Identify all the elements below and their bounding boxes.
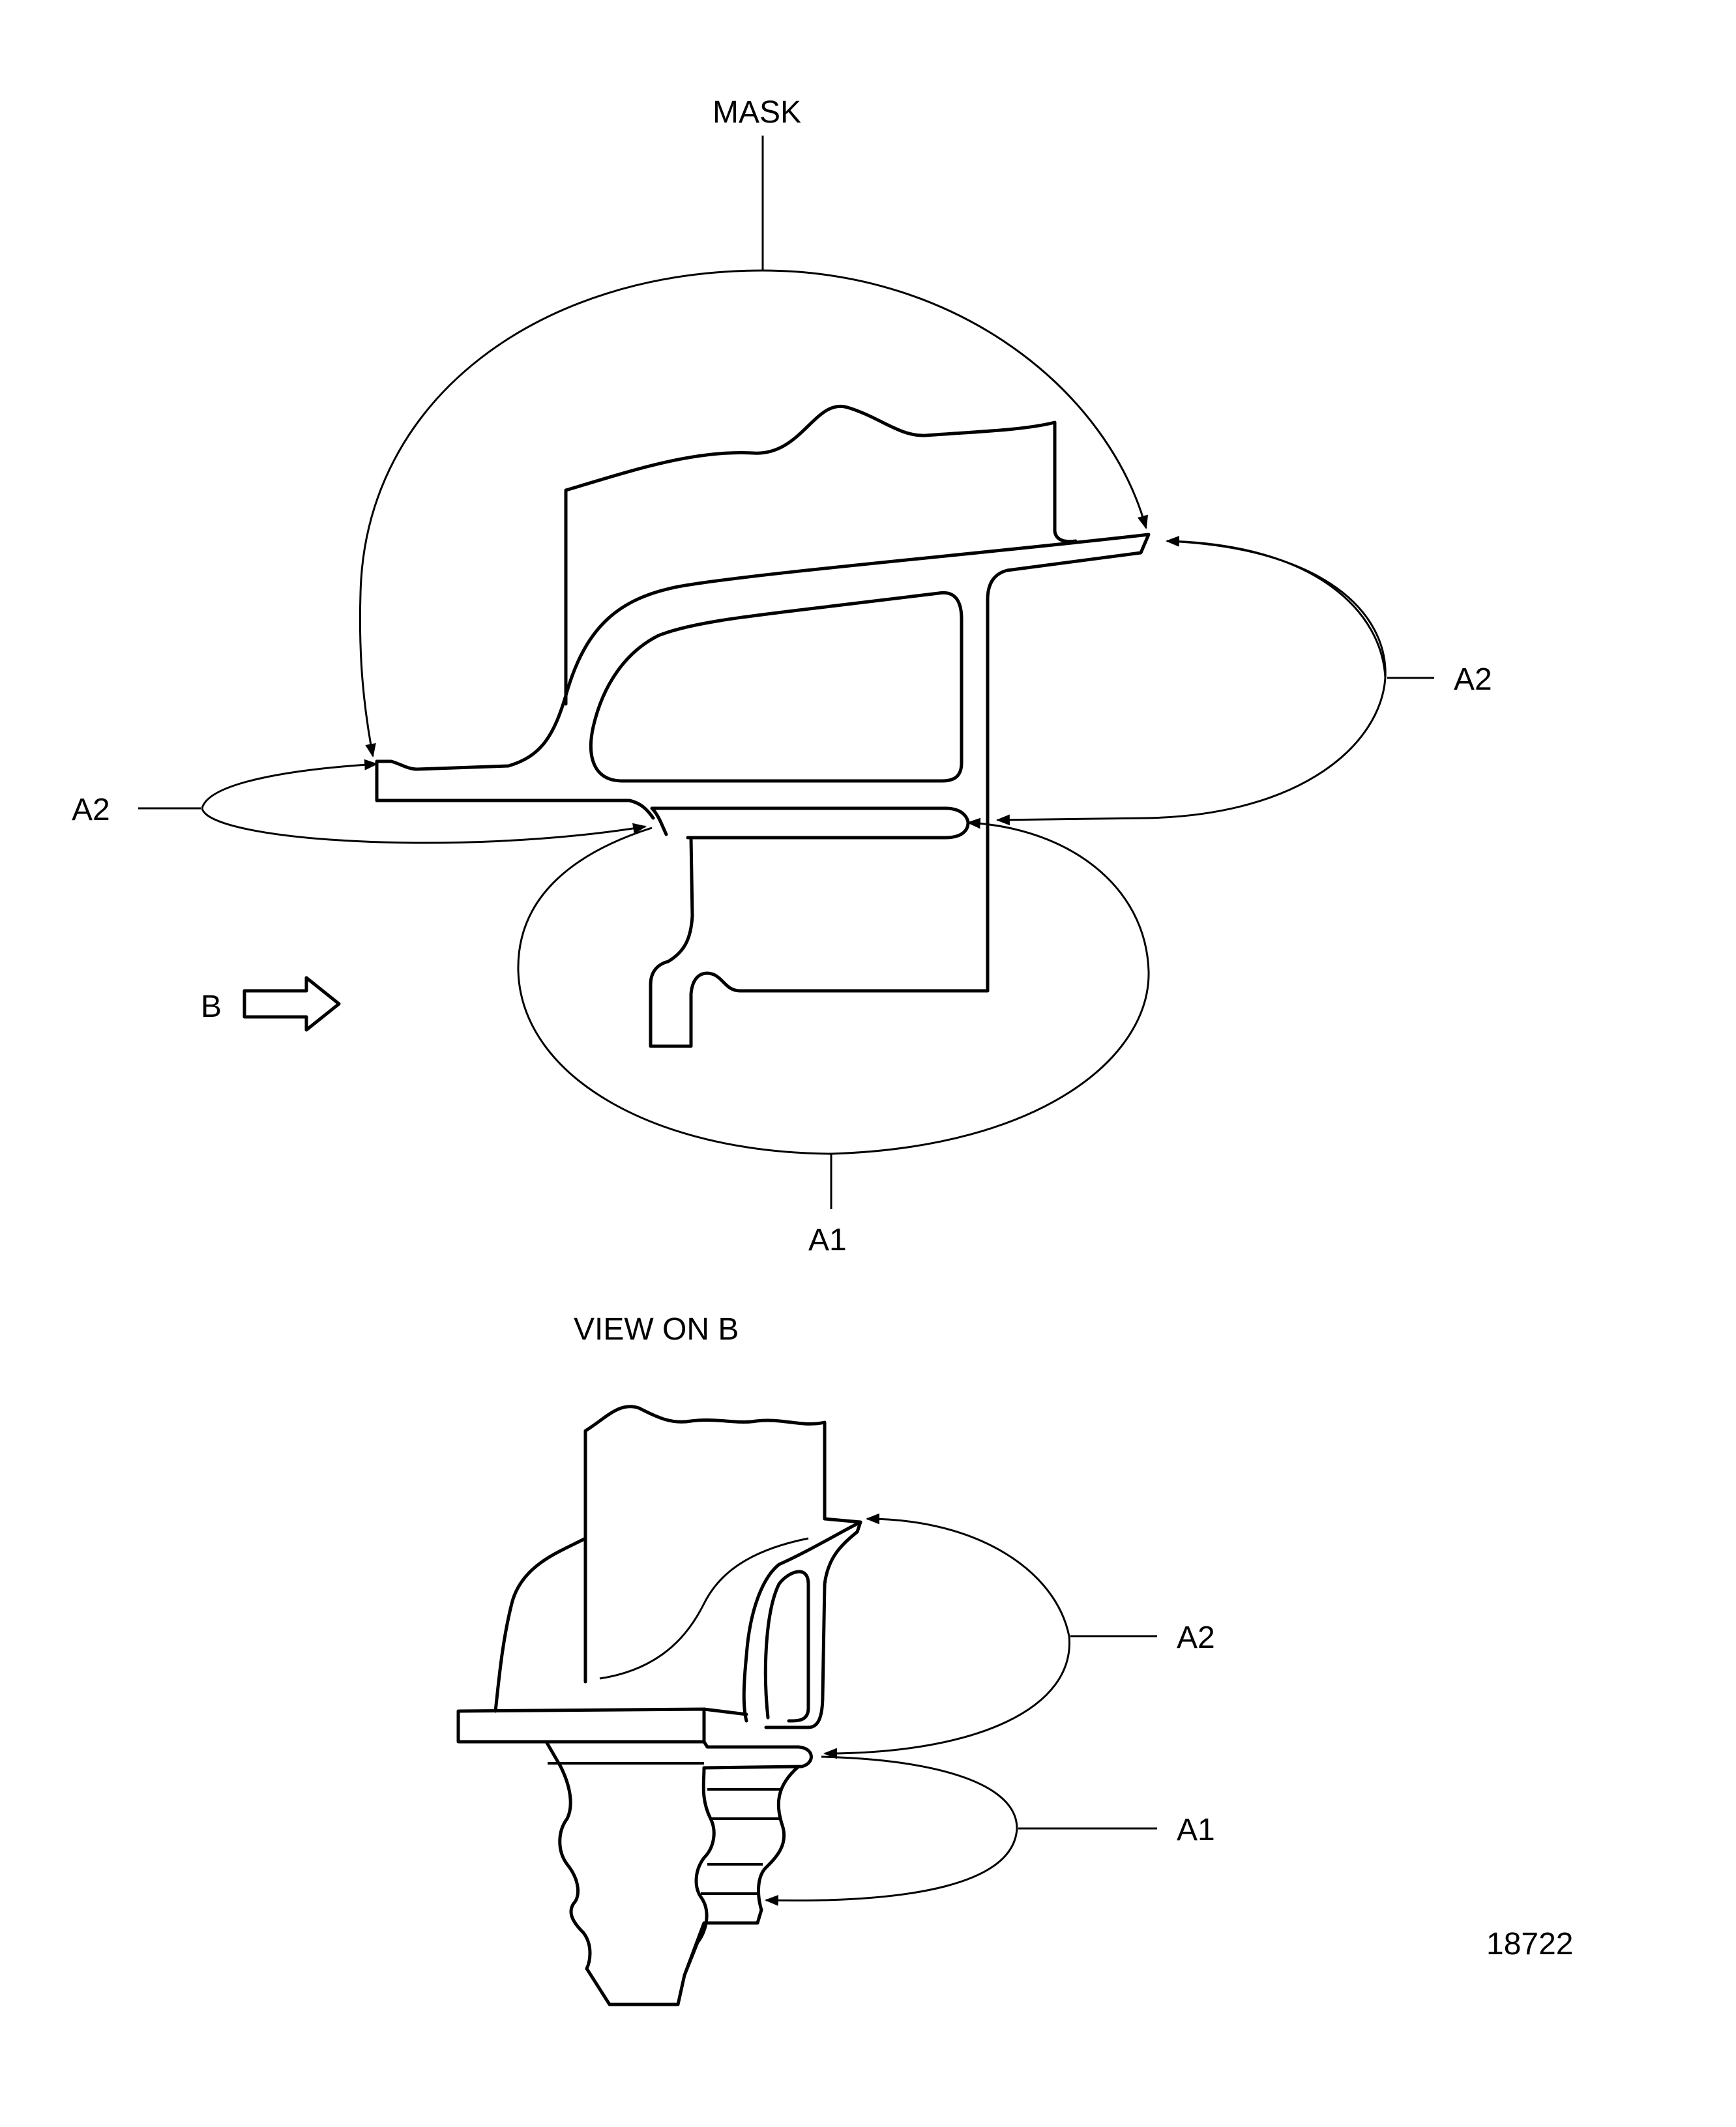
view-shoulder xyxy=(493,1536,587,1713)
view-shroud xyxy=(742,1520,862,1729)
blade-airfoil xyxy=(564,404,1078,706)
top-view: MASK A2 A2 A1 B xyxy=(72,95,1492,1257)
neck-lip xyxy=(650,806,970,840)
view-root-left xyxy=(544,1740,686,2006)
mask-arc-right xyxy=(762,269,1149,530)
b-arrow-label: B xyxy=(201,990,222,1024)
view-a1-bubble-bottom xyxy=(764,1828,1018,1906)
root-profile xyxy=(649,836,990,1048)
figure-number: 18722 xyxy=(1486,1927,1573,1961)
a2-right-label: A2 xyxy=(1454,662,1492,697)
a1-label: A1 xyxy=(808,1223,847,1257)
view-on-b-title: VIEW ON B xyxy=(574,1312,739,1347)
view-a2-bubble xyxy=(865,1513,1070,1637)
a2-left-label: A2 xyxy=(72,793,110,827)
view-a1-label: A1 xyxy=(1177,1813,1215,1847)
view-blade xyxy=(583,1405,862,1684)
view-a2-label: A2 xyxy=(1177,1621,1215,1655)
a1-bubble xyxy=(517,827,832,1155)
mask-label: MASK xyxy=(713,95,801,130)
view-root-right xyxy=(683,1765,801,1977)
view-a2-bubble-bottom xyxy=(823,1636,1070,1759)
view-on-b: A2 A1 xyxy=(456,1405,1215,2006)
a2-left-bubble xyxy=(201,759,379,809)
a2-left-bubble-bottom xyxy=(201,808,647,844)
a2-right-bubble-top xyxy=(1165,536,1387,679)
view-platform xyxy=(456,1707,706,1744)
view-a1-bubble xyxy=(821,1755,1018,1829)
view-platform-step xyxy=(702,1707,813,1770)
core-cavity xyxy=(589,591,964,783)
platform-outline xyxy=(375,533,1151,993)
view-flow-curve xyxy=(599,1537,809,1680)
mask-arc xyxy=(359,269,763,758)
a1-bubble-right xyxy=(831,817,1150,1155)
b-arrow-icon xyxy=(243,976,341,1032)
